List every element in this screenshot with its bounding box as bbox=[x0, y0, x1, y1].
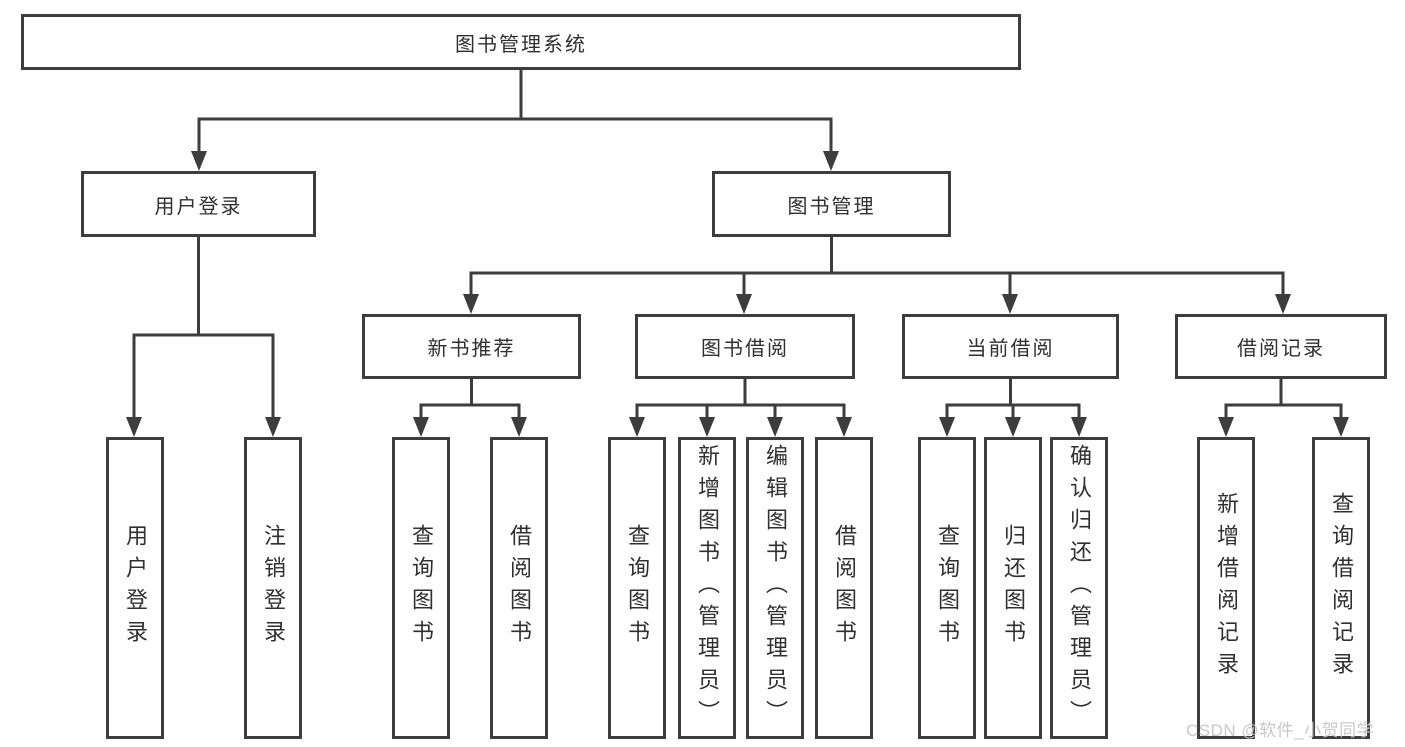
node-label: 查询图书 bbox=[409, 524, 434, 652]
node-label: 当前借阅 bbox=[966, 338, 1055, 360]
edge-borrow-group bbox=[635, 377, 846, 421]
leaf-borrow-books: 借阅图书 bbox=[815, 437, 873, 739]
leaf-query-borrow-record: 查询借阅记录 bbox=[1312, 437, 1370, 739]
node-book-borrow: 图书借阅 bbox=[635, 314, 855, 379]
node-label: 图书管理系统 bbox=[455, 33, 587, 56]
node-borrow-records: 借阅记录 bbox=[1175, 314, 1387, 379]
node-label: 确认归还（管理员） bbox=[1067, 444, 1092, 732]
leaf-logout: 注销登录 bbox=[244, 437, 302, 739]
node-label: 编辑图书（管理员） bbox=[763, 444, 788, 732]
node-label: 图书借阅 bbox=[701, 338, 789, 360]
node-system-root: 图书管理系统 bbox=[21, 14, 1021, 70]
leaf-query-books-borrow: 查询图书 bbox=[608, 437, 666, 739]
edge-recommend-group bbox=[419, 377, 521, 421]
leaf-user-login: 用户登录 bbox=[106, 437, 164, 739]
leaf-borrow-books-recommend: 借阅图书 bbox=[490, 437, 548, 739]
leaf-confirm-return-admin: 确认归还（管理员） bbox=[1050, 437, 1108, 739]
node-label: 归还图书 bbox=[1001, 524, 1026, 652]
node-label: 借阅图书 bbox=[507, 524, 532, 652]
node-label: 用户登录 bbox=[154, 195, 243, 218]
leaf-query-books-current: 查询图书 bbox=[918, 437, 976, 739]
edge-root bbox=[197, 68, 833, 155]
node-book-manage: 图书管理 bbox=[712, 171, 951, 237]
node-label: 用户登录 bbox=[123, 524, 148, 652]
arrowheads bbox=[126, 151, 1349, 437]
node-label: 借阅图书 bbox=[832, 524, 857, 652]
node-label: 新书推荐 bbox=[427, 338, 516, 360]
leaf-add-books-admin: 新增图书（管理员） bbox=[678, 437, 736, 739]
node-label: 查询图书 bbox=[935, 524, 960, 652]
node-new-book-recommend: 新书推荐 bbox=[362, 314, 581, 379]
edge-manage-group bbox=[469, 235, 1285, 298]
node-current-borrow: 当前借阅 bbox=[902, 314, 1119, 379]
node-label: 查询借阅记录 bbox=[1329, 492, 1354, 684]
node-label: 注销登录 bbox=[261, 524, 286, 652]
edge-current-group bbox=[945, 377, 1081, 421]
leaf-edit-books-admin: 编辑图书（管理员） bbox=[746, 437, 804, 739]
leaf-add-borrow-record: 新增借阅记录 bbox=[1197, 437, 1255, 739]
csdn-watermark: CSDN @软件_小贺同学 bbox=[1186, 721, 1375, 740]
node-label: 借阅记录 bbox=[1237, 338, 1325, 360]
edge-login-group bbox=[132, 235, 275, 421]
node-label: 图书管理 bbox=[787, 195, 876, 218]
leaf-query-books-recommend: 查询图书 bbox=[392, 437, 450, 739]
node-label: 新增借阅记录 bbox=[1214, 492, 1239, 684]
node-label: 新增图书（管理员） bbox=[695, 444, 720, 732]
edge-records-group bbox=[1224, 377, 1343, 421]
leaf-return-books: 归还图书 bbox=[984, 437, 1042, 739]
node-user-login: 用户登录 bbox=[81, 171, 316, 237]
node-label: 查询图书 bbox=[625, 524, 650, 652]
